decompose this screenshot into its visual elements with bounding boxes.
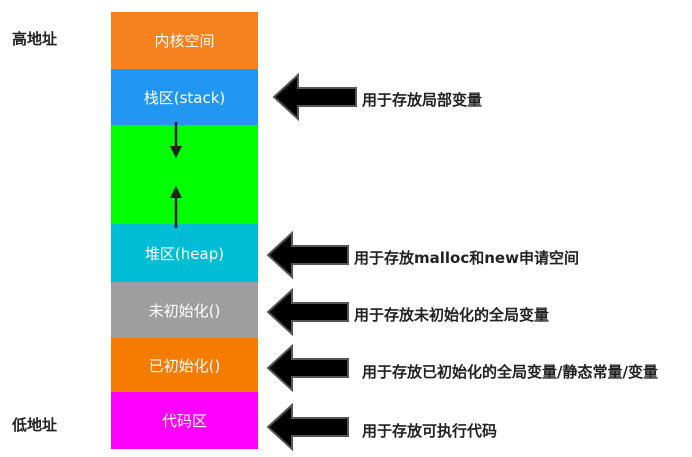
code-annotation: 用于存放可执行代码 [362, 422, 498, 440]
segment-stack: 栈区(stack) [111, 69, 258, 125]
stack-pointer-arrow-icon [272, 73, 357, 121]
high-address-label: 高地址 [12, 30, 58, 48]
bss-annotation: 用于存放未初始化的全局变量 [354, 306, 550, 324]
segment-data: 已初始化() [111, 338, 258, 392]
stack-growth-down-arrow-icon [170, 122, 182, 158]
low-address-label: 低地址 [12, 416, 58, 434]
segment-heap: 堆区(heap) [111, 224, 258, 282]
segment-kernel-space: 内核空间 [111, 12, 258, 69]
segment-code: 代码区 [111, 392, 258, 449]
heap-pointer-arrow-icon [266, 231, 349, 279]
heap-annotation: 用于存放malloc和new申请空间 [354, 249, 579, 267]
bss-pointer-arrow-icon [266, 288, 349, 336]
data-annotation: 用于存放已初始化的全局变量/静态常量/变量 [362, 363, 658, 381]
data-pointer-arrow-icon [266, 344, 349, 392]
segment-bss: 未初始化() [111, 282, 258, 338]
segment-free-space [111, 125, 258, 224]
stack-annotation: 用于存放局部变量 [362, 91, 483, 109]
heap-growth-up-arrow-icon [170, 186, 182, 228]
code-pointer-arrow-icon [266, 403, 349, 451]
